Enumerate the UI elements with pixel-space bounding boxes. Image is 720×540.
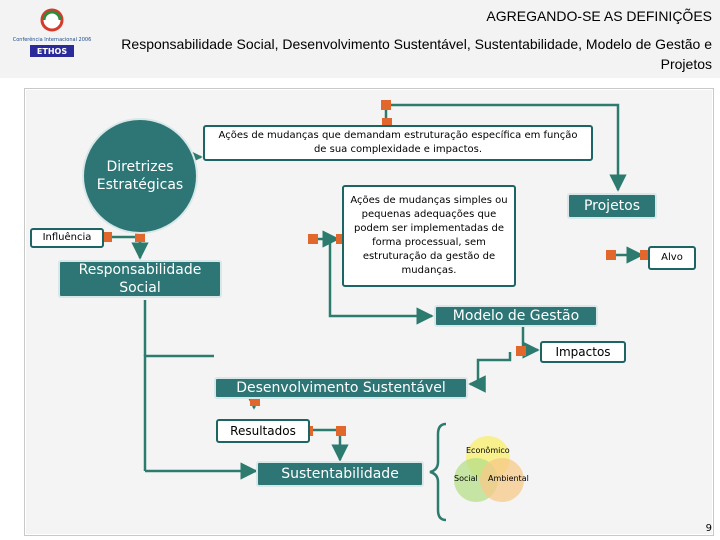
acoes-simples-text: Ações de mudanças simples ou pequenas ad… (350, 195, 508, 276)
alvo-box: Alvo (648, 246, 696, 270)
page-title: AGREGANDO-SE AS DEFINIÇÕES (486, 8, 712, 24)
acoes-estruturacao-box: Ações de mudanças que demandam estrutura… (203, 125, 593, 161)
diretrizes-circle: Diretrizes Estratégicas (82, 118, 198, 234)
logo-text-line2: ETHOS (37, 47, 67, 56)
venn-social-label: Social (454, 474, 478, 483)
projetos-label: Projetos (583, 198, 641, 214)
ethos-logo: Conferência Internacional 2006 ETHOS (13, 8, 92, 57)
alvo-label: Alvo (661, 252, 683, 263)
sustentabilidade-label: Sustentabilidade (281, 466, 399, 482)
page-number: 9 (705, 523, 712, 534)
resultados-label: Resultados (230, 424, 296, 438)
desenvolvimento-sustentavel-box: Desenvolvimento Sustentável (214, 377, 468, 399)
bracket (429, 422, 447, 522)
responsabilidade-social-label: Responsabilidade Social (78, 262, 202, 296)
modelo-gestao-label: Modelo de Gestão (452, 308, 580, 324)
venn-diagram (454, 436, 524, 502)
venn-economico-label: Econômico (466, 446, 510, 455)
diretrizes-label: Diretrizes Estratégicas (96, 159, 184, 193)
projetos-box: Projetos (567, 193, 657, 219)
impactos-label: Impactos (555, 345, 611, 359)
acoes-estruturacao-text: Ações de mudanças que demandam estrutura… (218, 130, 578, 155)
logo-text-line1: Conferência Internacional 2006 (13, 36, 92, 43)
influencia-box: Influência (30, 228, 104, 248)
header: Conferência Internacional 2006 ETHOS AGR… (0, 0, 720, 78)
resultados-box: Resultados (216, 419, 310, 443)
venn-ambiental-circle (480, 458, 524, 502)
sustentabilidade-box: Sustentabilidade (256, 461, 424, 487)
modelo-gestao-box: Modelo de Gestão (434, 305, 598, 327)
venn-ambiental-label: Ambiental (488, 474, 529, 483)
page-subtitle: Responsabilidade Social, Desenvolvimento… (121, 36, 712, 72)
influencia-label: Influência (42, 232, 92, 243)
acoes-simples-box: Ações de mudanças simples ou pequenas ad… (342, 185, 516, 287)
impactos-box: Impactos (540, 341, 626, 363)
responsabilidade-social-box: Responsabilidade Social (58, 260, 222, 298)
desenvolvimento-sustentavel-label: Desenvolvimento Sustentável (236, 380, 446, 396)
